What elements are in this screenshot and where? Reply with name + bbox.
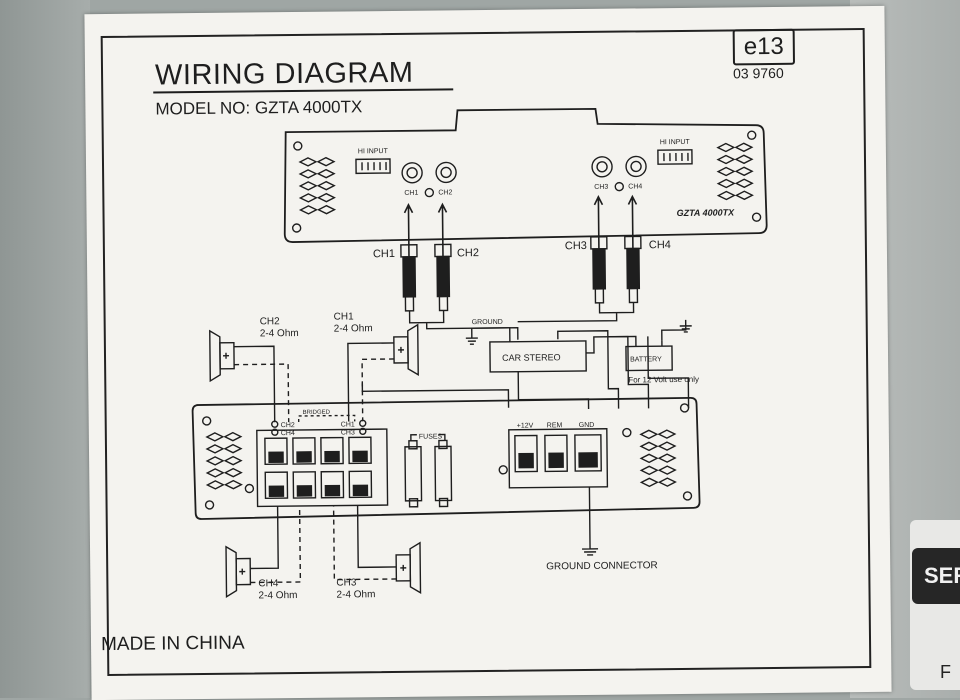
bottom-amp-vent-left: [205, 431, 243, 490]
ground-connector-label: GROUND CONNECTOR: [546, 560, 658, 572]
top-amplifier: [283, 107, 768, 243]
side-sign-tag: SER: [912, 548, 960, 604]
speaker-bottom-right: [395, 541, 422, 594]
battery-note: For 12 Volt use only: [628, 375, 699, 385]
speaker-bottom-right-channel: CH3: [336, 577, 357, 588]
speaker-bottom-left: [225, 545, 252, 598]
wiring-diagram-svg: HI INPUT HI INPUT CH1 CH2 CH3 CH4 GZTA 4…: [191, 107, 768, 601]
top-jack-label-ch1: CH1: [404, 190, 418, 197]
rca-jack-ch1: [401, 162, 423, 184]
side-sign-letter: F: [940, 662, 951, 682]
hi-input-label-left: HI INPUT: [358, 148, 389, 155]
speaker-top-right-channel: CH1: [334, 311, 355, 322]
car-stereo-label: CAR STEREO: [502, 352, 561, 363]
hi-input-connector-left: [355, 158, 391, 175]
speaker-bottom-left-channel: CH4: [258, 578, 279, 589]
rca-jack-ch3: [591, 156, 613, 178]
rca-jack-ch4: [625, 155, 647, 178]
battery-label: BATTERY: [630, 356, 662, 363]
screw-icon: [244, 483, 255, 494]
ground-symbol-icon: [424, 187, 435, 198]
power-terminal-block: [508, 428, 609, 489]
screw-icon: [679, 403, 690, 413]
amp-brand-label: GZTA 4000TX: [676, 207, 735, 218]
car-stereo-box: [489, 340, 587, 373]
fuses-label: FUSES: [419, 433, 443, 440]
screw-icon: [622, 427, 632, 438]
terminal-label-ch1: CH1: [341, 421, 355, 428]
top-amp-vent-right: [716, 142, 754, 201]
made-in-label: MADE IN CHINA: [100, 632, 245, 656]
speaker-bottom-right-impedance: 2-4 Ohm: [336, 589, 375, 600]
terminal-label-ch3: CH3: [341, 429, 355, 436]
rca-label-ch4: CH4: [649, 239, 671, 251]
bottom-amp-vent-right: [639, 429, 677, 488]
speaker-top-left-impedance: 2-4 Ohm: [260, 328, 299, 339]
speaker-top-left-channel: CH2: [260, 316, 281, 327]
power-terminal-label-rem: REM: [547, 422, 563, 429]
screw-icon: [682, 491, 693, 501]
power-terminal-label-12v: +12V: [517, 423, 534, 430]
speaker-top-right-impedance: 2-4 Ohm: [334, 323, 373, 334]
speaker-terminal-block: [256, 428, 389, 508]
terminal-label-ch4: CH4: [281, 430, 295, 437]
screw-icon: [751, 212, 762, 222]
top-jack-label-ch4: CH4: [628, 183, 642, 190]
screw-icon: [204, 500, 215, 510]
top-amp-vent-left: [298, 156, 337, 215]
power-terminal-label-gnd: GND: [579, 422, 595, 429]
battery-box: [625, 345, 673, 372]
speaker-bottom-left-impedance: 2-4 Ohm: [258, 590, 297, 601]
ground-label: GROUND: [472, 319, 503, 326]
speaker-top-left: [209, 329, 235, 383]
terminal-label-ch2: CH2: [281, 422, 295, 429]
rca-label-ch2: CH2: [457, 247, 479, 259]
background-left: [0, 0, 90, 698]
bottom-amplifier: [191, 396, 701, 520]
rca-plug-ch3: [590, 236, 608, 304]
speaker-top-right: [393, 323, 419, 376]
rca-label-ch3: CH3: [565, 240, 587, 252]
hi-input-label-right: HI INPUT: [660, 139, 691, 146]
bridged-label: BRIDGED: [303, 410, 331, 416]
top-jack-label-ch3: CH3: [594, 184, 608, 191]
ground-symbol-icon: [614, 181, 624, 192]
screw-icon: [293, 141, 303, 151]
side-sign: [910, 520, 960, 690]
rca-label-ch1: CH1: [373, 248, 395, 260]
speaker-terminals: [264, 436, 373, 500]
power-terminals: [514, 434, 602, 473]
rca-jack-ch2: [435, 161, 457, 184]
top-jack-label-ch2: CH2: [438, 189, 452, 196]
screw-icon: [291, 223, 302, 233]
fuse-holders: [404, 433, 453, 508]
screw-icon: [201, 416, 212, 426]
screw-icon: [747, 130, 757, 140]
wiring-diagram-sticker: WIRING DIAGRAM MODEL NO: GZTA 4000TX e13…: [84, 5, 892, 700]
hi-input-connector-right: [657, 149, 693, 165]
screw-icon: [498, 465, 508, 475]
rca-plug-ch2: [434, 243, 452, 312]
rca-plug-ch4: [624, 235, 642, 304]
